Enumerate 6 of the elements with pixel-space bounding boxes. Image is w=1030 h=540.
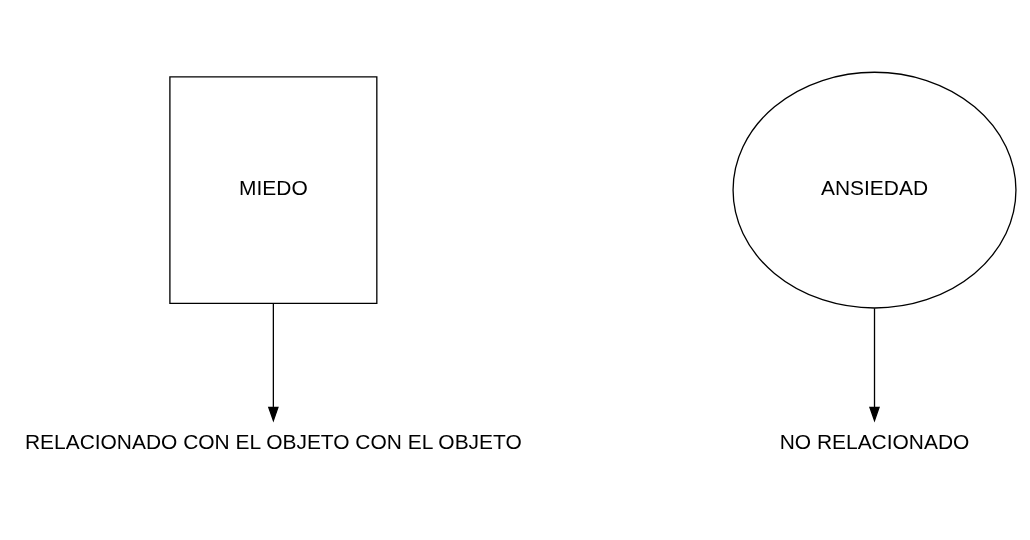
node-ellipse: ANSIEDAD: [732, 71, 1017, 309]
node-box: MIEDO: [169, 76, 378, 305]
node-text: RELACIONADO CON EL OBJETO CON EL OBJETO: [24, 430, 522, 454]
node-text: NO RELACIONADO: [779, 430, 970, 454]
arrow: [869, 307, 880, 423]
arrow: [267, 302, 279, 423]
